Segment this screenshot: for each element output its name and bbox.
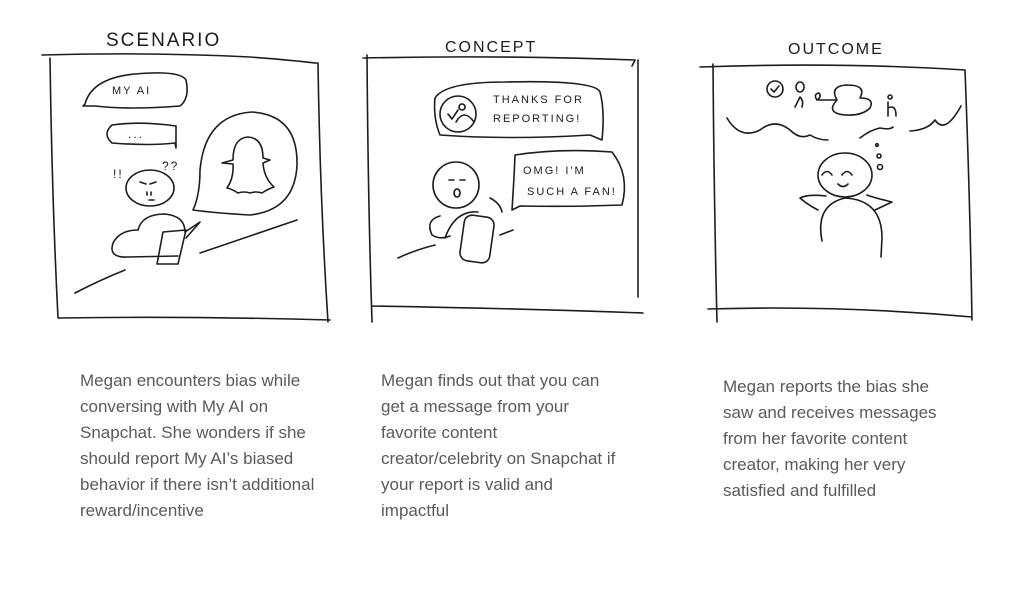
phone-icon [156, 229, 187, 265]
happy-face-head [817, 152, 873, 198]
bubble-text-fan-1: OMG! I'M [523, 165, 586, 177]
bubble-text-fan-2: SUCH A FAN! [527, 186, 617, 198]
confused-face-head [125, 169, 175, 207]
panel-title-concept: CONCEPT [445, 39, 537, 56]
panel-frame [362, 54, 644, 323]
person-body [799, 194, 893, 258]
creator-avatar-icon [439, 95, 477, 133]
panel-concept: CONCEPT THANKS FOR REPORTING! OMG! I'M S… [362, 39, 644, 323]
speech-bubble-thanks [433, 80, 604, 141]
phone-icon [459, 214, 495, 264]
thought-dot [876, 163, 884, 171]
panel-frame [699, 63, 973, 323]
snapchat-ghost-icon [221, 136, 275, 194]
caption-scenario: Megan encounters bias while conversing w… [80, 371, 315, 520]
speech-bubble-fan [511, 149, 626, 211]
person-body [111, 213, 186, 258]
desk-line [74, 219, 298, 294]
desk-line [397, 229, 514, 259]
bubble-text-typing: ... [128, 127, 144, 141]
check-circle-icon [766, 80, 784, 98]
creator-figure-icon [794, 81, 805, 108]
message-cloud-icon [814, 84, 873, 116]
panel-frame [41, 53, 331, 323]
thought-cloud [726, 105, 962, 141]
panel-title-outcome: OUTCOME [788, 41, 884, 58]
check-mark-icon [770, 85, 780, 93]
frown-face-icon [139, 181, 157, 201]
check-person-icon [447, 103, 475, 123]
smiling-face-icon [821, 170, 853, 188]
panel-title-scenario: SCENARIO [106, 30, 221, 51]
speech-bubble-typing [106, 122, 177, 149]
snapchat-bubble [192, 111, 298, 216]
arm [184, 221, 201, 239]
bubble-text-thanks-1: THANKS FOR [493, 94, 584, 106]
surprised-face-icon [448, 179, 466, 198]
caption-outcome: Megan reports the bias she saw and recei… [723, 377, 937, 500]
speech-bubble-my-ai [82, 72, 188, 109]
exclaim-marks: !! [113, 167, 124, 181]
thought-dot [876, 153, 882, 159]
person-body [429, 197, 503, 239]
bubble-text-thanks-2: REPORTING! [493, 113, 581, 125]
question-marks: ?? [162, 159, 179, 173]
creator-figure-icon-2 [887, 94, 897, 117]
panel-outcome: OUTCOME [699, 41, 973, 323]
panel-scenario: SCENARIO MY AI ... !! ?? [41, 30, 331, 323]
caption-concept: Megan finds out that you can get a messa… [381, 371, 616, 520]
thought-dot [874, 142, 880, 148]
surprised-face-head [432, 161, 480, 209]
bubble-text-my-ai: MY AI [112, 85, 151, 97]
